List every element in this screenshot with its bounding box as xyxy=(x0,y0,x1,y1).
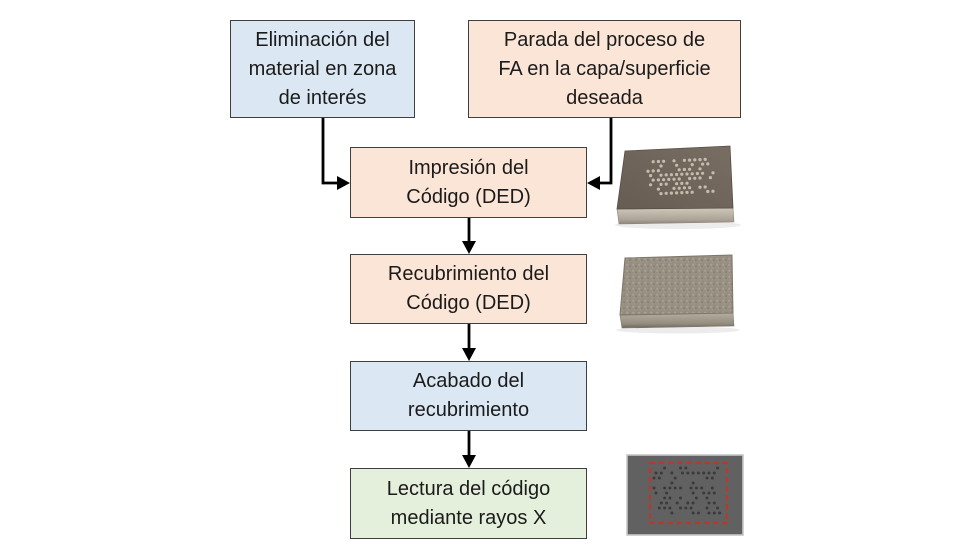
flow-step-parada: Parada del proceso de FA en la capa/supe… xyxy=(468,20,741,118)
plate-side-face xyxy=(619,312,735,329)
arrowhead-down-icon xyxy=(462,241,476,254)
metal-plate-with-coated-surface-photo xyxy=(616,254,740,334)
plate-shadow xyxy=(616,326,740,334)
plate-top-face xyxy=(619,254,734,316)
xray-code-dots xyxy=(652,466,722,515)
plate-top-face xyxy=(616,145,734,210)
flow-step-impresion: Impresión del Código (DED) xyxy=(350,147,587,218)
arrowhead-down-icon xyxy=(462,455,476,468)
flow-step-acabado: Acabado del recubrimiento xyxy=(350,361,587,431)
xray-readout-of-embedded-code-photo xyxy=(626,454,744,536)
plate-side-face xyxy=(616,207,735,225)
arrowhead-left-icon xyxy=(587,176,600,190)
arrow-eliminacion-to-impresion xyxy=(321,118,339,185)
flow-step-eliminacion: Eliminación del material en zona de inte… xyxy=(230,20,415,118)
xray-code-highlight-frame xyxy=(648,461,729,525)
arrowhead-right-icon xyxy=(337,176,350,190)
metal-plate-with-printed-dot-code-photo xyxy=(615,145,741,229)
flow-step-recubrimiento: Recubrimiento del Código (DED) xyxy=(350,254,587,324)
printed-code-dots xyxy=(646,157,715,196)
flow-step-lectura: Lectura del código mediante rayos X xyxy=(350,468,587,539)
arrowhead-down-icon xyxy=(462,348,476,361)
